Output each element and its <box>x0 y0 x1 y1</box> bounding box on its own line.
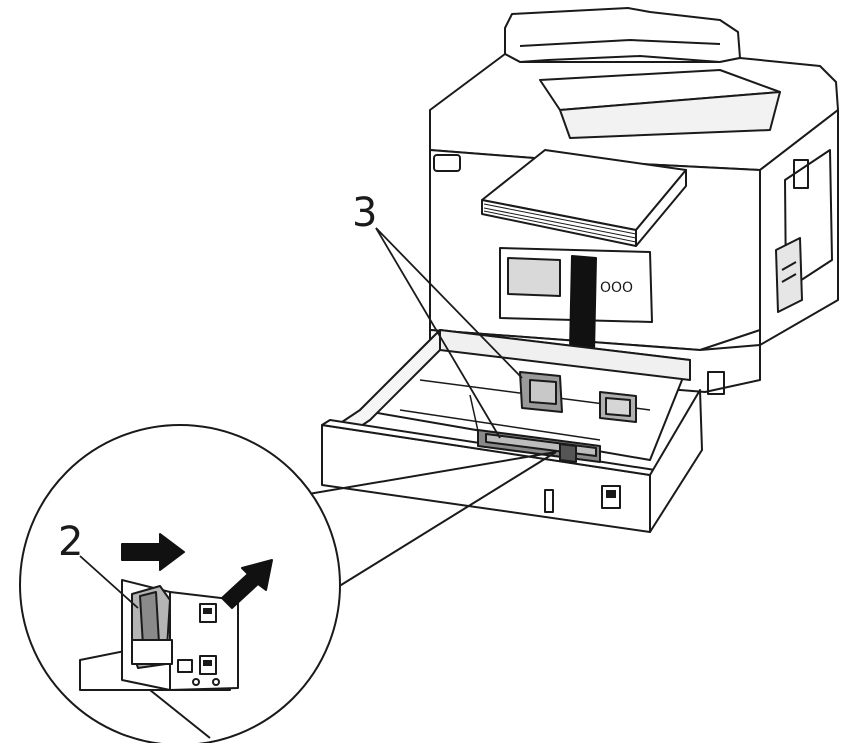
paper-tray <box>321 329 703 533</box>
paper-width-guide-right <box>599 391 637 423</box>
push-right-arrow-icon <box>121 533 185 571</box>
callout-label-2: 2 <box>58 519 84 565</box>
leader-3-to-back-guide <box>375 227 523 379</box>
paper-width-guide-back <box>519 371 563 413</box>
svg-text:OOO: OOO <box>600 280 633 296</box>
leader-3-to-front-guide <box>375 227 501 439</box>
lift-arrow-icon <box>221 559 273 609</box>
leader-lines <box>79 227 523 609</box>
zoomed-tray-lock <box>79 579 239 739</box>
paper-length-guide-front <box>477 429 601 463</box>
paper-stack-icon <box>481 149 687 247</box>
tray-size-mark <box>601 485 621 509</box>
callout-label-3: 3 <box>352 190 378 236</box>
leader-2-to-lock <box>79 555 139 609</box>
